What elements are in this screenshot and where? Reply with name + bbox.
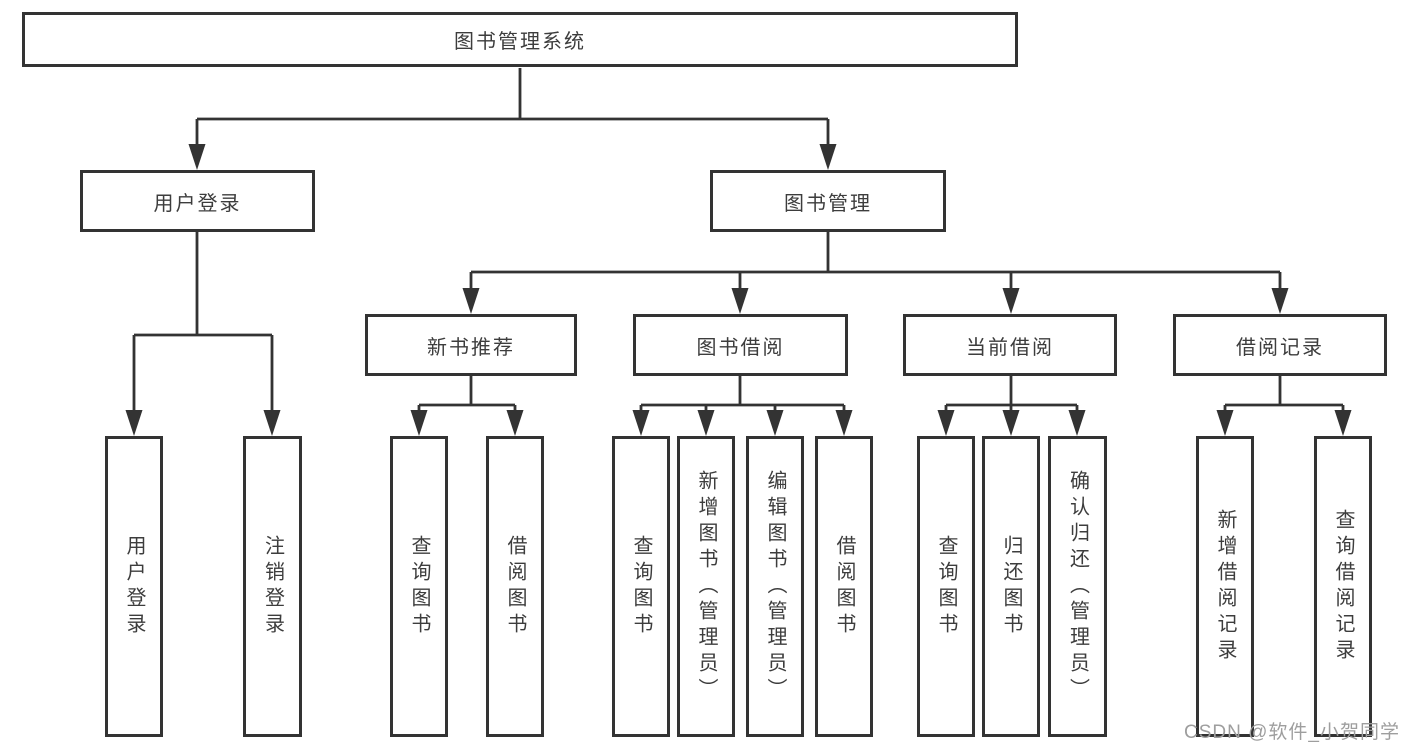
arrow-down-icon: [835, 410, 853, 436]
node-leaf-user-login: 用户登录: [105, 436, 163, 737]
arrow-down-icon: [263, 410, 281, 436]
node-leaf-edit-book-admin: 编辑图书（管理员）: [746, 436, 804, 737]
node-borrowing-records: 借阅记录: [1173, 314, 1387, 376]
node-label: 注销登录: [261, 534, 284, 639]
arrow-down-icon: [1002, 288, 1020, 314]
csdn-watermark: CSDN @软件_小贺同学: [1184, 722, 1400, 743]
node-leaf-borrow-books-recommend: 借阅图书: [486, 436, 544, 737]
node-leaf-return-book: 归还图书: [982, 436, 1040, 737]
arrow-down-icon: [697, 410, 715, 436]
node-label: 新书推荐: [427, 336, 515, 359]
node-leaf-confirm-return-admin: 确认归还（管理员）: [1048, 436, 1107, 737]
node-leaf-borrow-books-borrowing: 借阅图书: [815, 436, 873, 737]
arrow-down-icon: [188, 144, 206, 170]
arrow-down-icon: [1271, 288, 1289, 314]
arrow-down-icon: [506, 410, 524, 436]
node-label: 借阅记录: [1236, 336, 1324, 359]
node-label: 借阅图书: [504, 534, 526, 639]
node-label: 查询图书: [408, 534, 430, 639]
arrow-down-icon: [1068, 410, 1086, 436]
arrow-down-icon: [125, 410, 143, 436]
node-label: 图书管理: [784, 192, 872, 215]
node-label: 用户登录: [123, 534, 145, 639]
node-leaf-logout: 注销登录: [243, 436, 302, 737]
arrow-down-icon: [1216, 410, 1234, 436]
node-root-label: 图书管理系统: [454, 31, 586, 53]
arrow-down-icon: [819, 144, 837, 170]
node-leaf-add-book-admin: 新增图书（管理员）: [677, 436, 735, 737]
arrow-down-icon: [766, 410, 784, 436]
node-leaf-query-books-recommend: 查询图书: [390, 436, 448, 737]
arrow-down-icon: [937, 410, 955, 436]
node-label: 查询图书: [630, 534, 652, 639]
node-label: 用户登录: [153, 192, 242, 215]
node-label: 查询图书: [935, 534, 957, 639]
node-label: 图书借阅: [696, 336, 785, 359]
node-label: 确认归还（管理员）: [1066, 469, 1089, 704]
arrow-down-icon: [410, 410, 428, 436]
arrow-down-icon: [731, 288, 749, 314]
node-label: 借阅图书: [833, 534, 855, 639]
node-label: 新增图书（管理员）: [695, 469, 717, 704]
node-leaf-query-borrow-record: 查询借阅记录: [1314, 436, 1372, 737]
node-label: 查询借阅记录: [1332, 508, 1354, 665]
node-leaf-add-borrow-record: 新增借阅记录: [1196, 436, 1254, 737]
node-current-borrowing: 当前借阅: [903, 314, 1117, 376]
node-book-borrowing: 图书借阅: [633, 314, 848, 376]
node-book-management-branch: 图书管理: [710, 170, 946, 232]
node-leaf-query-books-borrowing: 查询图书: [612, 436, 670, 737]
node-root: 图书管理系统: [22, 12, 1018, 67]
node-label: 当前借阅: [966, 336, 1054, 359]
arrow-down-icon: [1334, 410, 1352, 436]
arrow-down-icon: [1002, 410, 1020, 436]
arrow-down-icon: [632, 410, 650, 436]
node-label: 编辑图书（管理员）: [764, 469, 786, 704]
node-label: 归还图书: [1000, 534, 1022, 639]
arrow-down-icon: [462, 288, 480, 314]
node-user-login-branch: 用户登录: [80, 170, 315, 232]
node-new-book-recommend: 新书推荐: [365, 314, 577, 376]
node-leaf-query-books-current: 查询图书: [917, 436, 975, 737]
node-label: 新增借阅记录: [1214, 508, 1236, 665]
